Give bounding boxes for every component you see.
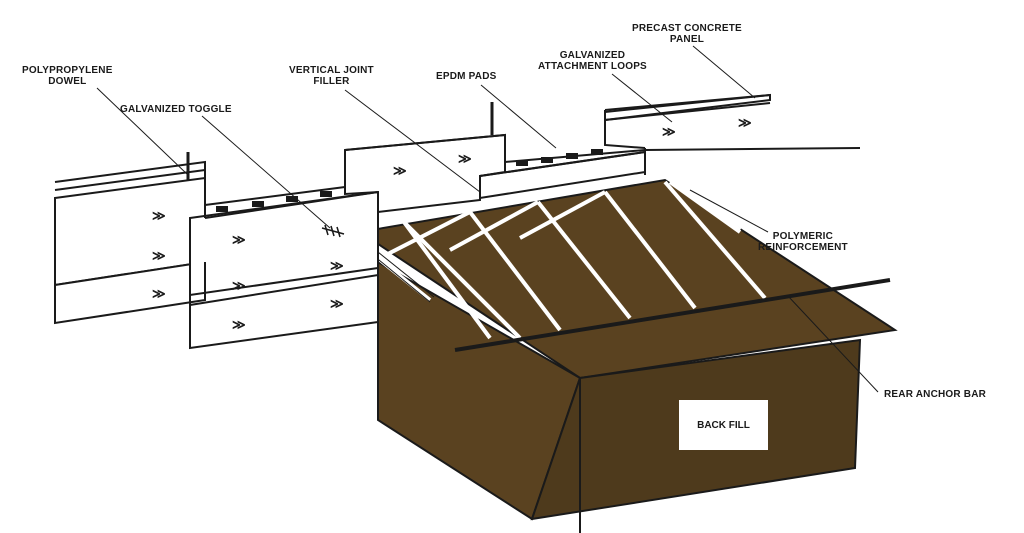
label-epdm-pads: EPDM PADS: [436, 71, 497, 82]
label-galvanized-toggle: GALVANIZED TOGGLE: [120, 104, 232, 115]
dowel-icon: [186, 102, 494, 180]
precast-panels: [54, 93, 771, 350]
polymeric-reinforcement: [343, 180, 767, 340]
label-precast-concrete-panel: PRECAST CONCRETE PANEL: [632, 23, 742, 45]
panel-marks: ≫ ≫ ≫ ≫ ≫ ≫ ≫ ≫ ≫ ≫ ≫ ≫: [152, 115, 752, 332]
svg-text:≫: ≫: [232, 317, 246, 332]
svg-text:≫: ≫: [152, 208, 166, 223]
label-rear-anchor-bar: REAR ANCHOR BAR: [884, 389, 987, 400]
label-galvanized-attachment-loops: GALVANIZED ATTACHMENT LOOPS: [538, 50, 647, 72]
svg-text:≫: ≫: [458, 151, 472, 166]
svg-text:≫: ≫: [232, 232, 246, 247]
svg-text:≫: ≫: [330, 258, 344, 273]
label-polypropylene-dowel: POLYPROPYLENE DOWEL: [22, 65, 113, 87]
toggle-icon: [321, 224, 345, 238]
svg-text:≫: ≫: [152, 286, 166, 301]
rear-anchor-bar: [454, 278, 891, 352]
leader-lines: [96, 45, 879, 393]
label-polymeric-reinforcement: POLYMERIC REINFORCEMENT: [758, 231, 848, 253]
svg-text:≫: ≫: [330, 296, 344, 311]
label-back-fill: BACK FILL: [679, 400, 768, 450]
label-vertical-joint-filler: VERTICAL JOINT FILLER: [289, 65, 374, 87]
svg-text:≫: ≫: [152, 248, 166, 263]
svg-text:≫: ≫: [738, 115, 752, 130]
svg-text:≫: ≫: [232, 278, 246, 293]
svg-text:≫: ≫: [662, 124, 676, 139]
svg-text:≫: ≫: [393, 163, 407, 178]
backfill-top-surface: [357, 178, 898, 380]
epdm-pad-icon: [216, 149, 603, 212]
